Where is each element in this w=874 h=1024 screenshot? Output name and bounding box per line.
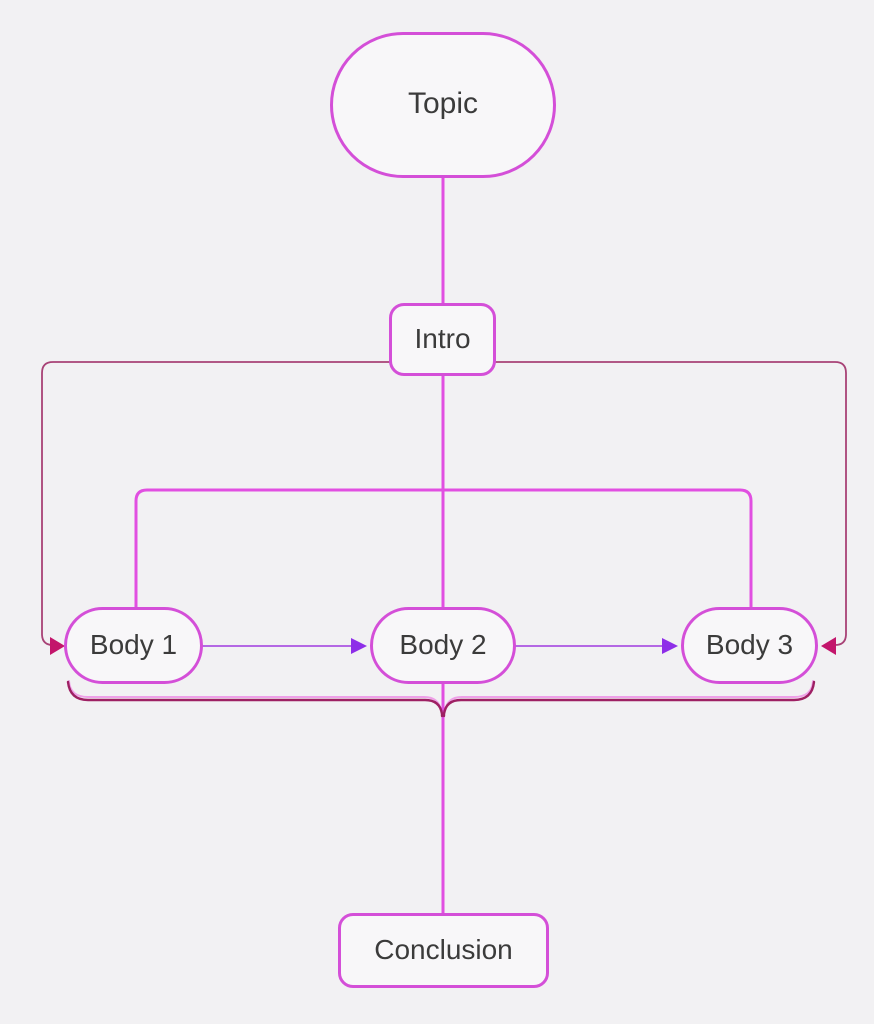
- node-body3[interactable]: Body 3: [681, 607, 818, 684]
- node-conclusion[interactable]: Conclusion: [338, 913, 549, 988]
- arrowhead-into-body1: [50, 637, 65, 655]
- arrowhead-into-body3-right: [821, 637, 836, 655]
- node-body2[interactable]: Body 2: [370, 607, 516, 684]
- node-body3-label: Body 3: [705, 628, 794, 660]
- node-topic-label: Topic: [407, 87, 479, 120]
- node-conclusion-label: Conclusion: [374, 933, 513, 965]
- edge-intro-body1-loop: [41, 361, 390, 646]
- node-intro[interactable]: Intro: [389, 303, 496, 376]
- edge-body1-conclusion: [66, 680, 444, 718]
- edge-intro-fork: [134, 488, 753, 609]
- node-intro-label: Intro: [414, 322, 471, 354]
- edge-body3-conclusion: [442, 680, 816, 718]
- arrowhead-into-body3-left: [662, 638, 678, 654]
- edge-body3-conclusion-halo: [444, 680, 814, 712]
- arrowhead-into-body2: [351, 638, 367, 654]
- node-body1[interactable]: Body 1: [64, 607, 203, 684]
- node-body2-label: Body 2: [399, 628, 487, 660]
- edge-intro-body3-loop: [495, 361, 847, 646]
- edge-body1-conclusion-halo: [68, 680, 442, 712]
- node-topic[interactable]: Topic: [330, 32, 556, 178]
- node-body1-label: Body 1: [89, 628, 178, 660]
